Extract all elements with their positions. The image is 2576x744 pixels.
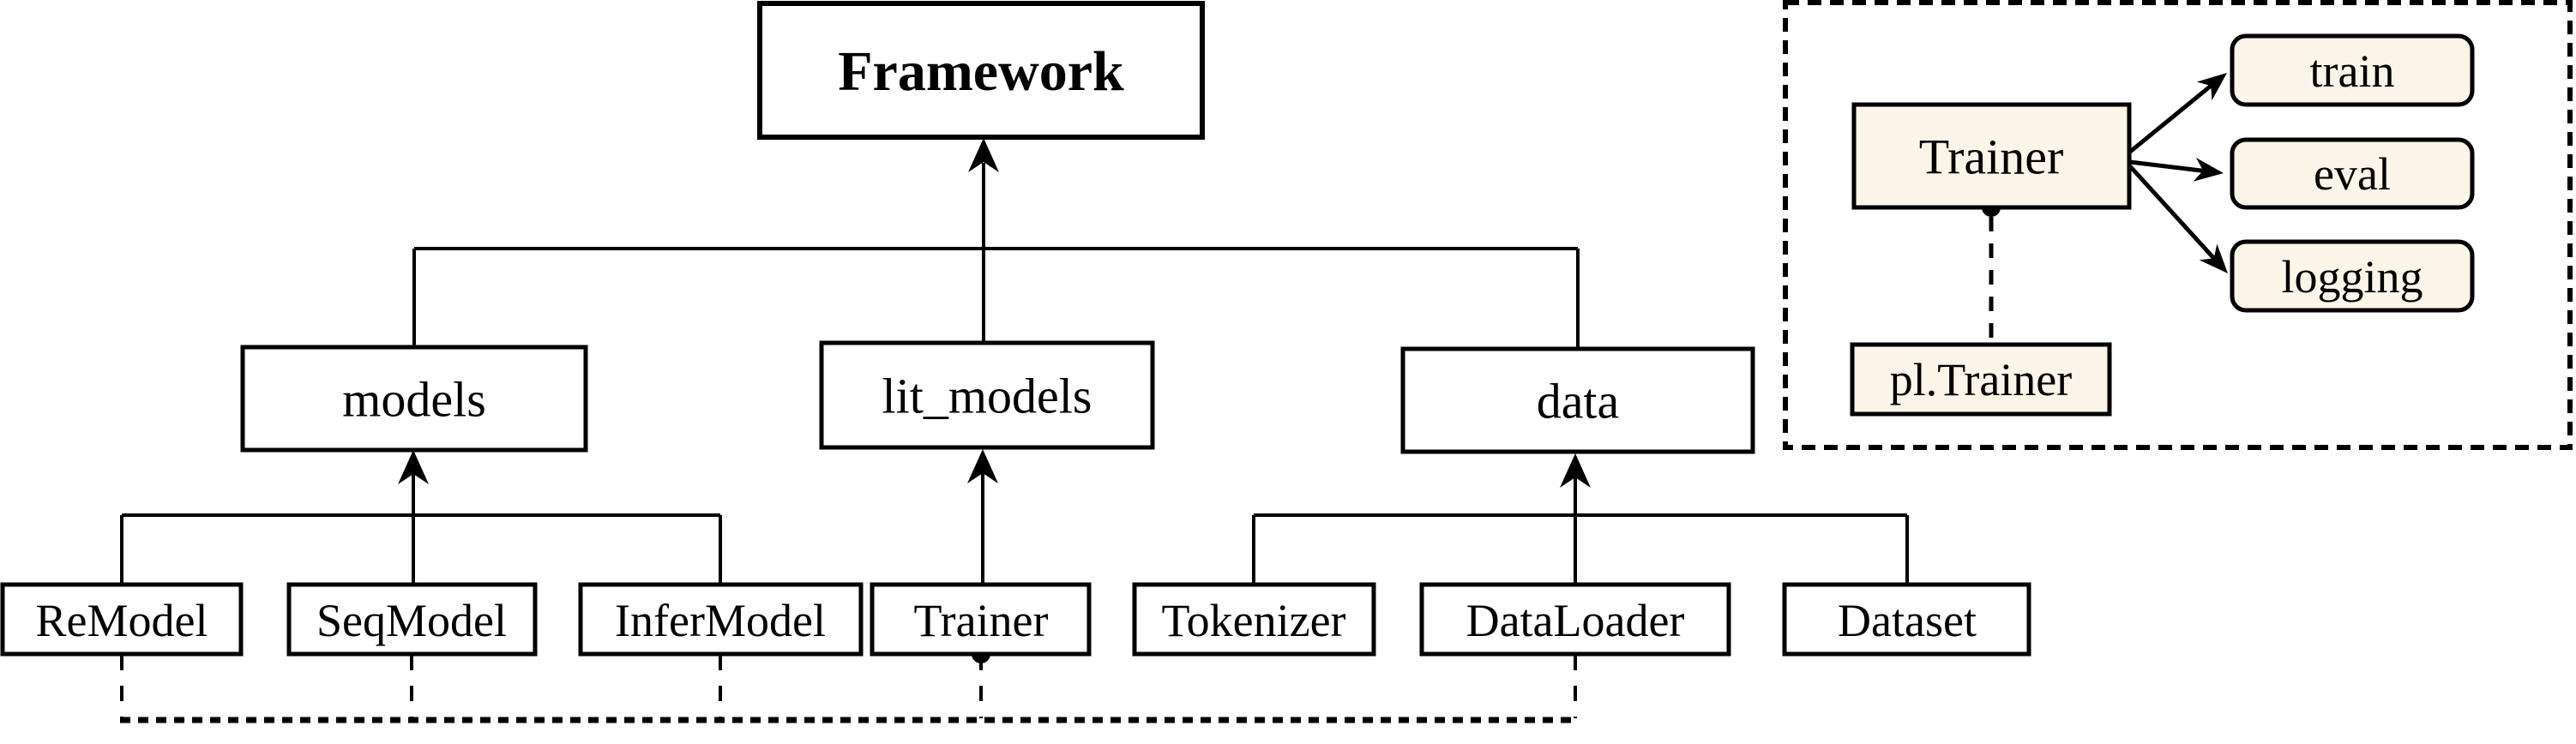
framework-label: Framework [838, 40, 1124, 103]
data-box [1400, 346, 1755, 454]
package-node-lit-models: lit_models [819, 340, 1155, 450]
package-node-data: data [1400, 346, 1755, 454]
seqmodel-box [286, 582, 538, 657]
data-label: data [1537, 373, 1620, 429]
train-box [2230, 33, 2475, 107]
arrowhead-eval [2193, 157, 2224, 182]
arrowhead-framework [968, 138, 999, 172]
dataloader-box [1419, 582, 1731, 657]
lit-models-label: lit_models [882, 368, 1092, 423]
edge-trainer-eval [2129, 159, 2212, 174]
arrowhead-models [398, 450, 429, 484]
arrowhead-logging [2199, 243, 2228, 273]
panel-trainer-node: Trainer [1851, 102, 2132, 210]
dataset-box [1782, 582, 2031, 657]
class-node-dataloader: DataLoader [1419, 582, 1731, 657]
eval-label: eval [2314, 148, 2391, 200]
logging-label: logging [2281, 251, 2423, 303]
arrowhead-train [2196, 73, 2227, 101]
package-node-models: models [240, 345, 588, 453]
class-node-seqmodel: SeqModel [286, 582, 538, 657]
framework-node: Framework [757, 1, 1205, 140]
trainer-panel-border [1783, 0, 2573, 450]
tree-connectors [120, 163, 1909, 585]
lit-models-box [819, 340, 1155, 450]
method-node-eval: eval [2230, 137, 2475, 210]
arrowhead-data [1560, 453, 1591, 488]
tokenizer-label: Tokenizer [1161, 595, 1345, 646]
class-node-trainer: Trainer [870, 582, 1092, 657]
eval-box [2230, 137, 2475, 210]
train-label: train [2310, 45, 2395, 97]
method-node-train: train [2230, 33, 2475, 107]
edge-trainer-logging [2128, 165, 2219, 264]
trainer-label: Trainer [914, 595, 1049, 646]
class-node-remodel: ReModel [0, 582, 244, 657]
trainer-detail-panel: Trainer train eval logging pl.Trainer [1783, 0, 2573, 450]
class-node-infermodel: InferModel [578, 582, 864, 657]
tokenizer-box [1132, 582, 1376, 657]
infermodel-label: InferModel [615, 595, 826, 646]
models-box [240, 345, 588, 453]
dataloader-label: DataLoader [1466, 595, 1685, 646]
arrowhead-lit-models [967, 449, 998, 483]
trainer-box [870, 582, 1092, 657]
models-label: models [342, 371, 486, 427]
panel-trainer-label: Trainer [1919, 129, 2064, 184]
class-node-dataset: Dataset [1782, 582, 2031, 657]
edge-trainer-train [2128, 81, 2216, 153]
method-node-logging: logging [2230, 239, 2475, 313]
pltrainer-label: pl.Trainer [1890, 354, 2073, 405]
seqmodel-label: SeqModel [316, 595, 507, 646]
remodel-box [0, 582, 244, 657]
class-node-tokenizer: Tokenizer [1132, 582, 1376, 657]
panel-trainer-box [1851, 102, 2132, 210]
framework-box [757, 1, 1205, 140]
logging-box [2230, 239, 2475, 313]
base-class-node-pltrainer: pl.Trainer [1850, 342, 2112, 417]
pltrainer-box [1850, 342, 2112, 417]
dataset-label: Dataset [1838, 595, 1977, 646]
tree-arrowheads [398, 138, 1591, 488]
infermodel-box [578, 582, 864, 657]
remodel-label: ReModel [36, 595, 208, 646]
